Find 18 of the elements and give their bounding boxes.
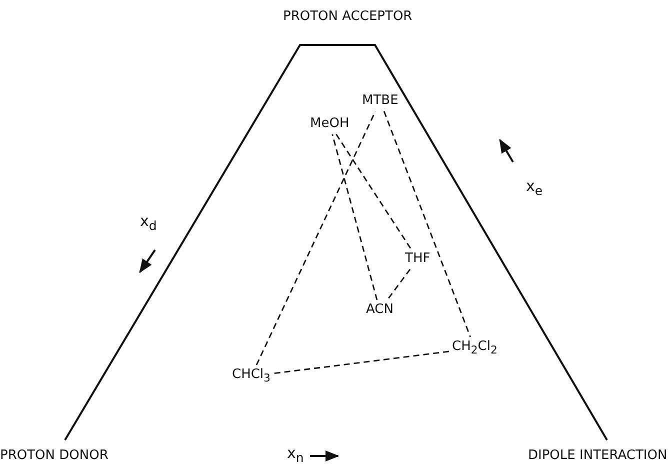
solvent-label: CHCl$_{3}$ <box>232 368 270 384</box>
connector-line <box>332 134 378 300</box>
vertex-label: PROTON ACCEPTOR <box>283 10 412 24</box>
solvent-label: CH$_{2}$Cl$_{2}$ <box>452 340 498 356</box>
connector-line <box>383 111 472 338</box>
solvent-label: MTBE <box>362 94 398 108</box>
solvent-label: ACN <box>366 303 394 318</box>
vertex-label: DIPOLE INTERACTION <box>528 449 668 464</box>
vertex-label: PROTON DONOR <box>0 449 108 464</box>
connector-line <box>336 134 412 250</box>
connector-line <box>273 350 450 374</box>
axis-label: x$_{e}$ <box>526 178 543 198</box>
solvent-label: MeOH <box>310 117 350 132</box>
connector-line <box>386 268 411 300</box>
axis-label: x$_{d}$ <box>140 213 157 233</box>
axis-label: x$_{n}$ <box>287 445 304 465</box>
connector-line <box>256 111 376 366</box>
solvent-label: THF <box>405 252 430 266</box>
